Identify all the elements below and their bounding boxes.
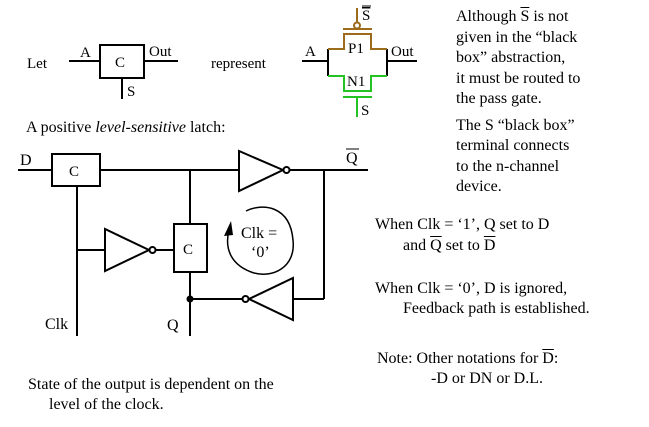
nmos-channel	[328, 75, 387, 92]
latch-circuit	[18, 149, 368, 336]
black-box-c-label: C	[115, 55, 125, 71]
black-box-input-label: A	[80, 45, 91, 61]
loop-label-line1: Clk =	[241, 225, 277, 242]
note-text: Although	[456, 8, 521, 25]
heading-text: latch:	[185, 119, 226, 136]
q-output-label: Q	[167, 317, 179, 334]
d-input-label: D	[20, 152, 32, 169]
qbar-symbol: Q	[430, 237, 442, 254]
clock-inverter-bubble	[148, 246, 157, 254]
note-paragraph1-line5: the pass gate.	[456, 90, 542, 107]
note-text: :	[553, 350, 559, 367]
note-paragraph1-line4: it must be routed to	[456, 70, 581, 87]
feedback-inverter	[246, 276, 294, 322]
loop-label-line2: ‘0’	[251, 244, 270, 261]
pmos-label: P1	[348, 41, 364, 57]
input-switch-label: C	[69, 164, 79, 180]
forward-inverter-bubble	[282, 166, 291, 174]
clock-inverter	[104, 227, 152, 273]
feedback-inverter-bubble	[241, 295, 250, 303]
black-box-select-label: S	[127, 84, 135, 100]
note-text: is not	[529, 8, 569, 25]
clk1-line2: and Q set to D	[403, 236, 495, 255]
note-paragraph2-line2: terminal connects	[456, 137, 570, 154]
feedback-switch-label: C	[183, 242, 193, 258]
clk1-line1: When Clk = ‘1’, Q set to D	[375, 216, 550, 233]
feedback-loop-arrow	[226, 206, 294, 275]
pmos-inversion-bubble	[353, 21, 361, 30]
nmos-gate-label-s: S	[361, 103, 369, 119]
note-paragraph1-line3: box” abstraction,	[456, 49, 566, 66]
dbar-symbol: D	[483, 237, 496, 254]
footer-line1: State of the output is dependent on the	[28, 376, 274, 393]
black-box-output-label: Out	[149, 44, 172, 60]
sbar-symbol: S	[520, 8, 530, 25]
clk0-line1: When Clk = ‘0’, D is ignored,	[375, 280, 568, 297]
note-text: Note: Other notations for	[377, 350, 543, 367]
pass-gate-input-label: A	[305, 44, 316, 60]
latch-heading: A positive level-sensitive latch:	[26, 118, 226, 137]
note-paragraph1-line2: given in the “black	[456, 29, 578, 46]
qbar-output-label: Q	[346, 150, 358, 167]
pmos-channel	[328, 33, 387, 50]
note-paragraph2-line3: to the n-channel	[456, 158, 560, 175]
represent-label: represent	[211, 56, 267, 72]
heading-text: A positive	[26, 119, 96, 136]
feedback-switch-box	[173, 223, 208, 273]
note-paragraph1-line1: Although S is not	[456, 7, 568, 26]
pmos-gate-label-sbar: S	[362, 8, 370, 24]
note-paragraph2-line4: device.	[456, 178, 502, 195]
junction-dot	[186, 295, 194, 303]
nmos-label: N1	[347, 74, 365, 90]
heading-italic-text: level-sensitive	[95, 119, 186, 136]
clk0-line2: Feedback path is established.	[403, 300, 590, 317]
dbar-symbol: D	[542, 350, 554, 367]
footer-line2: level of the clock.	[49, 396, 164, 413]
pass-gate-symbol	[302, 8, 417, 117]
black-box-symbol	[69, 44, 178, 99]
note-line1: Note: Other notations for D:	[377, 349, 558, 368]
let-label: Let	[27, 56, 48, 72]
clk1-text: set to	[441, 237, 484, 254]
clk1-text: and	[403, 237, 431, 254]
loop-arrow-head-icon	[224, 221, 233, 236]
note-line2: -D or DN or D.L.	[431, 370, 543, 387]
clock-label: Clk	[45, 316, 68, 333]
note-paragraph2-line1: The S “black box”	[456, 117, 575, 134]
forward-inverter	[238, 149, 286, 193]
pass-gate-output-label: Out	[391, 44, 414, 60]
